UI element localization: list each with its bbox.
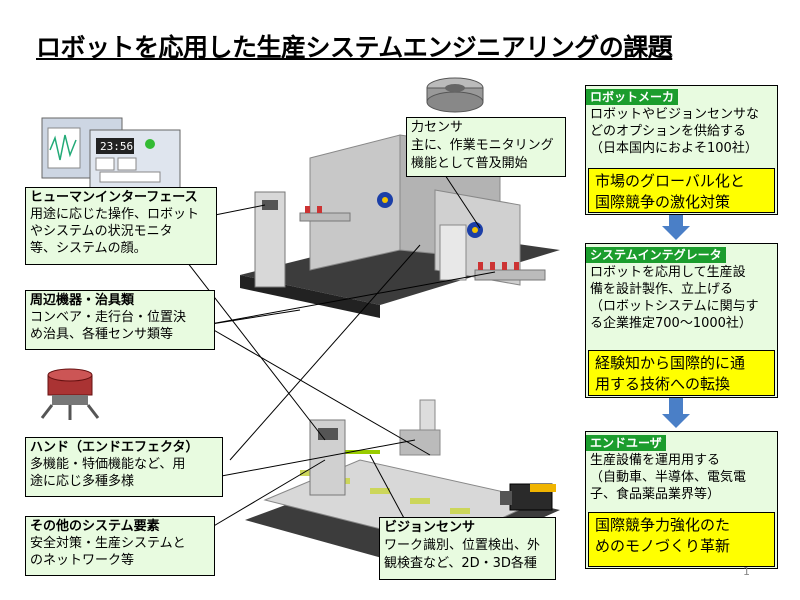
robot-maker-line-1: ロボットやビジョンセンサな (590, 107, 760, 122)
end-user-heading: エンドユーザ (586, 435, 666, 451)
robot-maker-line-2: どのオプションを供給する (590, 124, 747, 139)
vision-sensor-heading: ビジョンセンサ (384, 520, 476, 535)
hand-callout: ハンド（エンドエフェクタ） 多機能・特価機能など、用 途に応じ多種多様 (25, 437, 223, 497)
end-user-line-3: 子、食品薬品業界等） (590, 487, 721, 502)
flow-arrows (662, 214, 690, 428)
integrator-task-line-1: 経験知から国際的に通 (595, 354, 746, 372)
vision-sensor-line-2: 観検査など、2D・3D各種 (384, 556, 537, 571)
robot-maker-task-line-1: 市場のグローバル化と (595, 172, 745, 190)
hmi-line-1: 用途に応じた操作、ロボット (30, 207, 200, 222)
robot-maker-task-line-2: 国際競争の激化対策 (595, 193, 731, 211)
vision-camera-image (500, 483, 556, 511)
page-number: 1 (743, 565, 750, 578)
hmi-callout: ヒューマンインターフェース 用途に応じた操作、ロボット やシステムの状況モニタ … (25, 187, 217, 265)
end-user-task-line-2: めのモノづくり革新 (595, 537, 731, 555)
peripheral-heading: 周辺機器・治具類 (30, 293, 135, 308)
end-user-line-1: 生産設備を運用用する (590, 453, 721, 468)
end-user-task: 国際競争力強化のた めのモノづくり革新 (588, 512, 775, 567)
vision-sensor-line-1: ワーク識別、位置検出、外 (384, 538, 541, 553)
hmi-screen-image: 23:56 (41, 117, 181, 189)
end-user-line-2: （自動車、半導体、電気電 (590, 470, 747, 485)
hmi-line-3: 等、システムの顔。 (30, 241, 147, 256)
integrator-line-3: （ロボットシステムに関与す (590, 299, 759, 314)
force-sensor-image (426, 77, 484, 113)
other-elements-heading: その他のシステム要素 (30, 519, 160, 534)
force-sensor-callout: 力センサ 主に、作業モニタリング 機能として普及開始 (406, 117, 566, 177)
hmi-heading: ヒューマンインターフェース (30, 190, 198, 205)
integrator-line-2: 備を設計製作、立上げる (590, 282, 734, 297)
integrator-heading: システムインテグレータ (586, 247, 726, 263)
force-sensor-line-1: 主に、作業モニタリング (411, 138, 554, 153)
peripheral-line-2: め治具、各種センサ類等 (30, 327, 174, 342)
integrator-line-4: る企業推定700～1000社） (590, 316, 752, 331)
hmi-time-text: 23:56 (100, 140, 133, 153)
peripheral-line-1: コンベア・走行台・位置決 (30, 310, 187, 325)
vision-sensor-callout: ビジョンセンサ ワーク識別、位置検出、外 観検査など、2D・3D各種 (379, 517, 556, 580)
robot-maker-task: 市場のグローバル化と 国際競争の激化対策 (588, 168, 775, 213)
hmi-line-2: やシステムの状況モニタ (30, 224, 173, 239)
integrator-task-line-2: 用する技術への転換 (595, 375, 731, 393)
robot-maker-line-3: （日本国内におよそ100社） (590, 141, 758, 156)
force-sensor-heading: 力センサ (411, 120, 464, 135)
other-elements-line-2: のネットワーク等 (30, 553, 135, 568)
other-elements-callout: その他のシステム要素 安全対策・生産システムと のネットワーク等 (25, 516, 215, 576)
gripper-image (40, 368, 100, 420)
end-user-task-line-1: 国際競争力強化のた (595, 516, 731, 534)
integrator-line-1: ロボットを応用して生産設 (590, 265, 746, 280)
integrator-task: 経験知から国際的に通 用する技術への転換 (588, 350, 775, 396)
force-sensor-line-2: 機能として普及開始 (411, 156, 528, 171)
other-elements-line-1: 安全対策・生産システムと (30, 536, 186, 551)
robot-maker-heading: ロボットメーカ (586, 89, 679, 105)
hand-line-1: 多機能・特価機能など、用 (30, 457, 186, 472)
peripheral-callout: 周辺機器・治具類 コンベア・走行台・位置決 め治具、各種センサ類等 (25, 290, 215, 350)
hand-line-2: 途に応じ多種多様 (30, 474, 135, 489)
hand-heading: ハンド（エンドエフェクタ） (30, 440, 199, 455)
page-title: ロボットを応用した生産システムエンジニアリングの課題 (36, 33, 673, 62)
